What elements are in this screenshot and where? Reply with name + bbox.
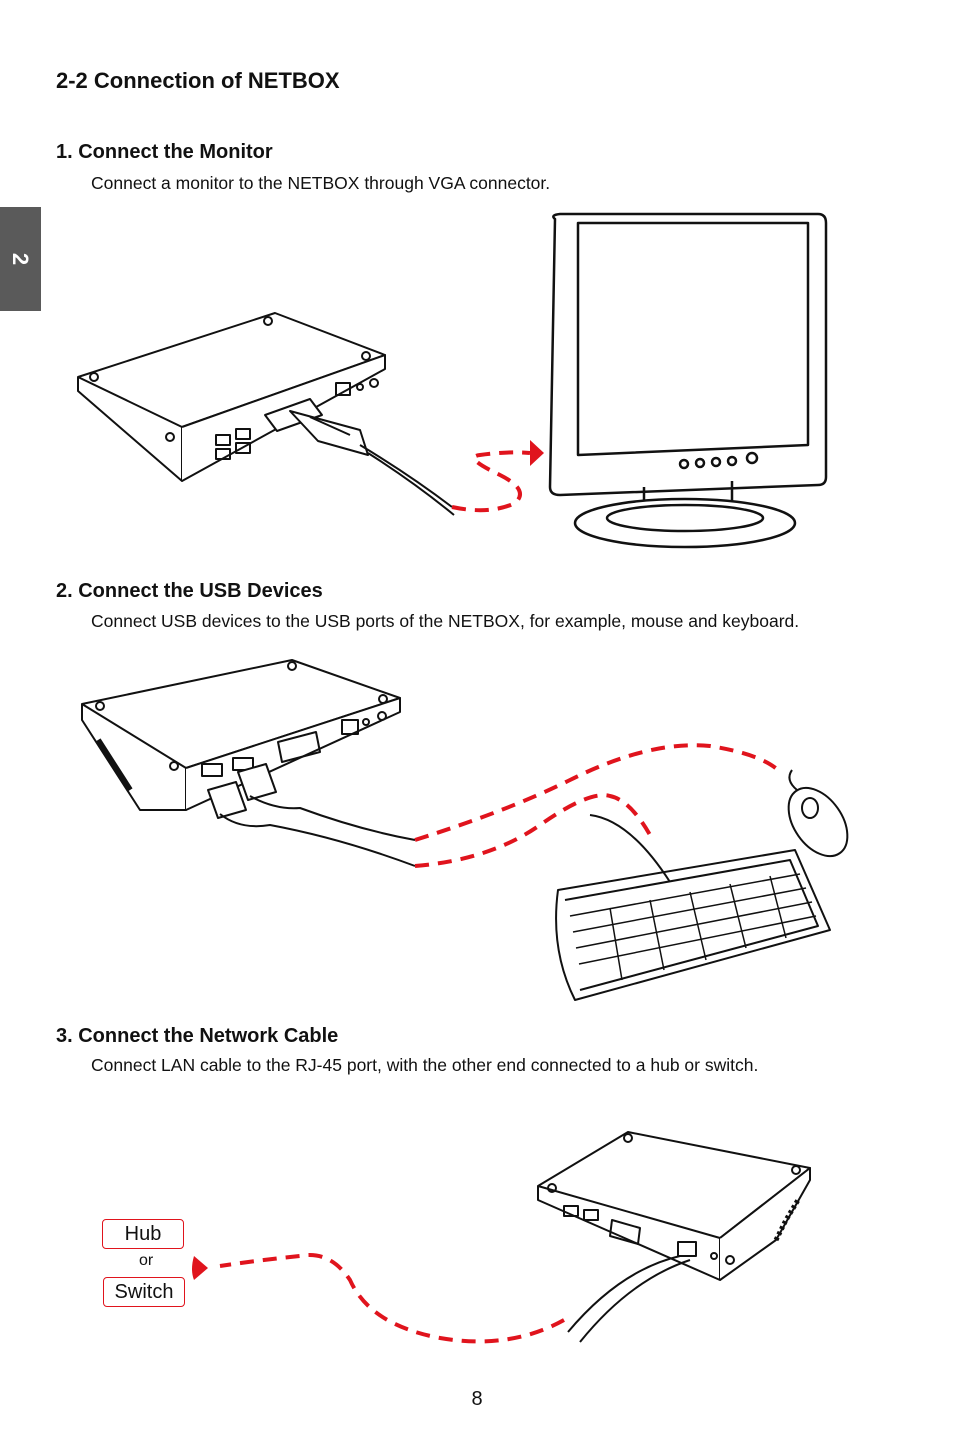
chapter-tab-label: 2 — [8, 252, 34, 266]
usb-connection-illustration — [81, 659, 849, 1001]
step-1-title: 1. Connect the Monitor — [56, 141, 273, 163]
network-connection-illustration — [192, 1131, 811, 1344]
or-label: or — [139, 1252, 154, 1269]
step-2-title: 2. Connect the USB Devices — [56, 580, 323, 602]
switch-label: Switch — [103, 1277, 185, 1307]
step-3-description: Connect LAN cable to the RJ-45 port, wit… — [91, 1055, 759, 1075]
page-number: 8 — [471, 1388, 483, 1410]
step-3-title: 3. Connect the Network Cable — [56, 1025, 339, 1047]
monitor-connection-illustration — [77, 212, 828, 549]
step-2-description: Connect USB devices to the USB ports of … — [91, 611, 800, 631]
hub-label: Hub — [102, 1219, 184, 1249]
chapter-tab: 2 — [0, 207, 41, 311]
step-1-description: Connect a monitor to the NETBOX through … — [91, 173, 551, 193]
section-title: 2-2 Connection of NETBOX — [56, 68, 340, 93]
